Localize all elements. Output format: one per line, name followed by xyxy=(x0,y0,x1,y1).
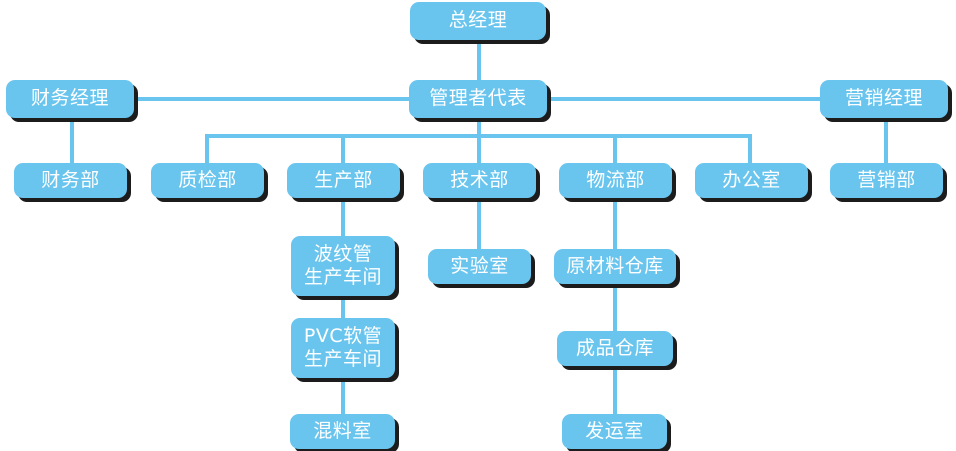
connector-bus-to-office xyxy=(748,134,752,164)
connector-finance-mgr-to-dept xyxy=(70,116,74,164)
node-raw-material-warehouse[interactable]: 原材料仓库 xyxy=(554,249,676,284)
connector-gm-to-mgmt xyxy=(477,38,481,86)
node-technology-dept[interactable]: 技术部 xyxy=(423,163,536,198)
node-finance-manager[interactable]: 财务经理 xyxy=(6,80,134,118)
node-production-dept[interactable]: 生产部 xyxy=(287,163,400,198)
connector-bus-to-qc xyxy=(205,134,209,164)
connector-corrugated-to-pvc xyxy=(341,294,345,320)
connector-technology-to-lab xyxy=(477,196,481,250)
connector-logistics-to-raw xyxy=(613,196,617,250)
node-pvc-hose-workshop[interactable]: PVC软管 生产车间 xyxy=(291,318,395,378)
connector-pvc-to-mixing xyxy=(341,376,345,414)
connector-raw-to-finished xyxy=(613,284,617,332)
node-finished-goods-warehouse[interactable]: 成品仓库 xyxy=(557,331,673,366)
node-marketing-dept[interactable]: 营销部 xyxy=(830,163,943,198)
connector-mgmt-to-level3 xyxy=(477,116,481,138)
connector-production-to-corrugated xyxy=(341,196,345,238)
node-logistics-dept[interactable]: 物流部 xyxy=(559,163,672,198)
node-finance-dept[interactable]: 财务部 xyxy=(14,163,127,198)
node-corrugated-pipe-workshop[interactable]: 波纹管 生产车间 xyxy=(291,236,395,296)
node-shipping-room[interactable]: 发运室 xyxy=(562,414,667,449)
node-general-manager[interactable]: 总经理 xyxy=(410,2,546,40)
node-qc-dept[interactable]: 质检部 xyxy=(151,163,264,198)
connector-marketing-mgr-to-dept xyxy=(884,116,888,164)
connector-bus-to-production xyxy=(341,134,345,164)
node-marketing-manager[interactable]: 营销经理 xyxy=(820,80,948,118)
connector-bus-to-technology xyxy=(477,134,481,164)
node-management-representative[interactable]: 管理者代表 xyxy=(409,80,547,118)
connector-bus-to-logistics xyxy=(613,134,617,164)
node-office[interactable]: 办公室 xyxy=(695,163,808,198)
node-laboratory[interactable]: 实验室 xyxy=(428,249,531,284)
node-mixing-room[interactable]: 混料室 xyxy=(290,414,395,449)
connector-finished-to-shipping xyxy=(613,366,617,414)
